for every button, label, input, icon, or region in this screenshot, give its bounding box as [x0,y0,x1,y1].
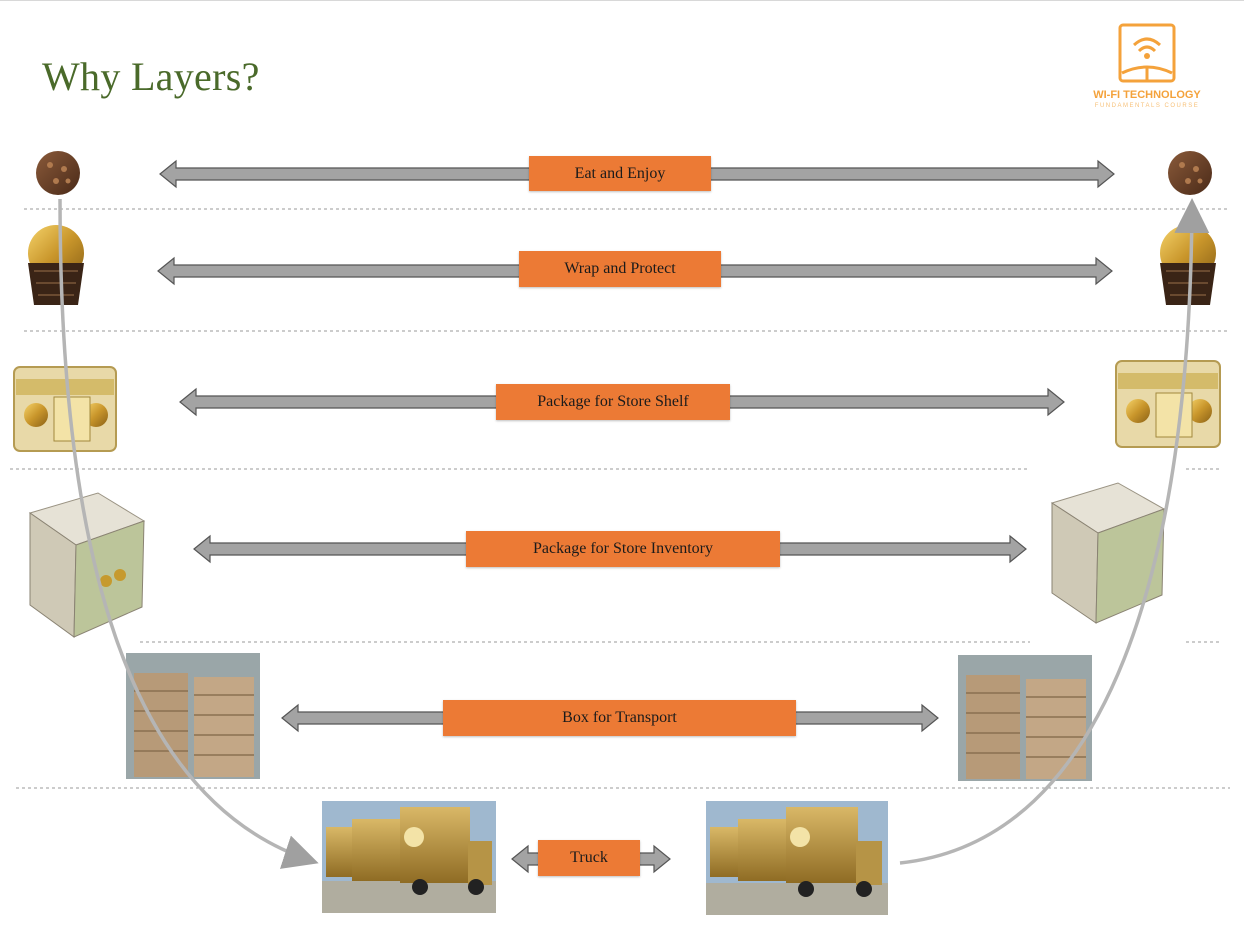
layer-label-shelf: Package for Store Shelf [496,384,730,420]
chocolate-ball-right-icon [1168,151,1212,195]
pallet-stack-right-icon [958,655,1092,781]
delivery-truck-right-icon [706,801,888,915]
layer-separators [10,208,1230,789]
shipping-carton-right-icon [1050,482,1166,624]
layer-label-inventory: Package for Store Inventory [466,531,780,567]
pallet-stack-left-icon [126,653,260,779]
shipping-carton-left-icon [28,492,146,638]
layer-label-eat: Eat and Enjoy [529,156,711,191]
gift-box-left-icon [13,366,117,452]
delivery-truck-left-icon [322,801,496,913]
wifi-book-icon [1118,23,1176,83]
slide-title: Why Layers? [42,54,260,99]
layer-label-transport: Box for Transport [443,700,796,736]
gift-box-right-icon [1115,360,1221,448]
logo-wordmark: WI-FI TECHNOLOGY [1093,89,1201,101]
upward-flow-line [899,198,1210,865]
downward-flow-line [58,198,319,869]
wrapped-chocolate-right-icon [1160,225,1216,305]
chocolate-ball-left-icon [36,151,80,195]
layer-label-truck: Truck [538,840,640,876]
wrapped-chocolate-left-icon [28,225,84,305]
right-column-items [706,151,1221,915]
left-column-items [13,151,496,913]
layer-label-wrap: Wrap and Protect [519,251,721,287]
course-logo: WI-FI TECHNOLOGY FUNDAMENTALS COURSE [1080,23,1214,123]
logo-subtitle: FUNDAMENTALS COURSE [1094,103,1200,109]
